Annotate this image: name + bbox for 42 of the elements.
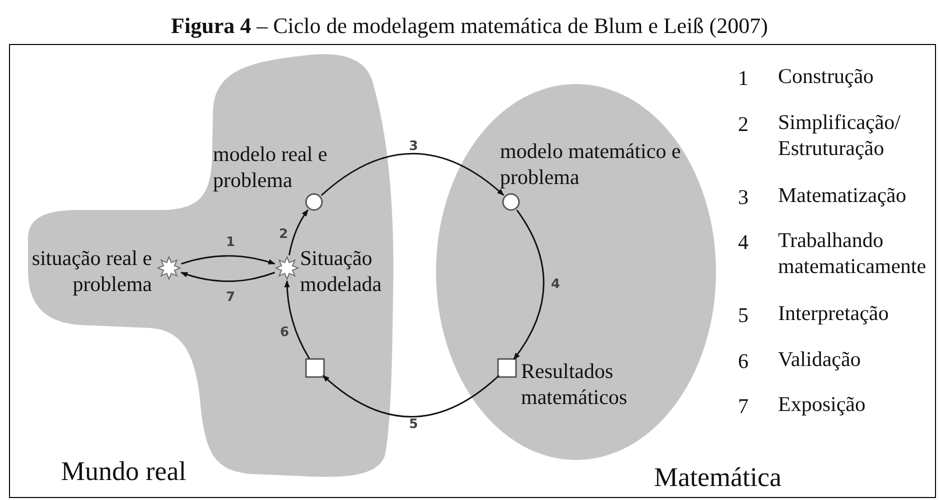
step-number: 5 <box>738 302 748 328</box>
circle-marker <box>502 193 520 211</box>
region-title: Matemática <box>654 462 782 492</box>
region-title: Mundo real <box>61 456 186 486</box>
curved-arrow <box>181 255 276 265</box>
step-number: 4 <box>738 229 748 255</box>
edge-label: 7 <box>226 290 236 305</box>
step-number: 1 <box>738 65 748 91</box>
edge-label: 1 <box>226 235 236 250</box>
curved-arrow <box>180 272 276 282</box>
step-name: Matematização <box>778 182 908 208</box>
edge-label: 3 <box>409 139 418 154</box>
node-caption: modelo real e problema <box>213 141 328 193</box>
step-name: Construção <box>778 63 875 89</box>
step-name: Exposição <box>778 391 866 417</box>
step-name: Interpretação <box>778 300 890 326</box>
curved-arrow <box>320 152 504 196</box>
star-marker <box>275 256 299 280</box>
step-number: 7 <box>738 393 748 419</box>
node-caption: Situação modelada <box>300 245 383 297</box>
figure-title: Figura 4 – Ciclo de modelagem matemática de Blum e Leiß (2007) <box>170 13 769 39</box>
square-marker <box>497 358 517 378</box>
curved-arrow <box>284 280 310 359</box>
star-marker <box>157 256 181 280</box>
curved-arrow <box>288 209 308 256</box>
step-name: Validação <box>778 346 862 372</box>
curved-arrow <box>513 210 544 360</box>
circle-marker <box>305 193 323 211</box>
edge-label: 4 <box>551 277 560 292</box>
curved-arrow <box>322 374 500 418</box>
node-caption: situação real e problema <box>30 245 152 297</box>
step-number: 6 <box>738 348 748 374</box>
step-name: Simplificação/ Estruturação <box>778 109 902 161</box>
edge-label: 6 <box>280 325 290 340</box>
step-name: Trabalhando matematicamente <box>778 227 928 279</box>
edge-label: 2 <box>279 227 288 242</box>
step-number: 3 <box>738 184 748 210</box>
edge-label: 5 <box>409 417 418 432</box>
node-caption: modelo matemático e problema <box>500 138 682 190</box>
node-caption: Resultados matemáticos <box>521 358 628 410</box>
square-marker <box>305 358 325 378</box>
step-number: 2 <box>738 111 748 137</box>
